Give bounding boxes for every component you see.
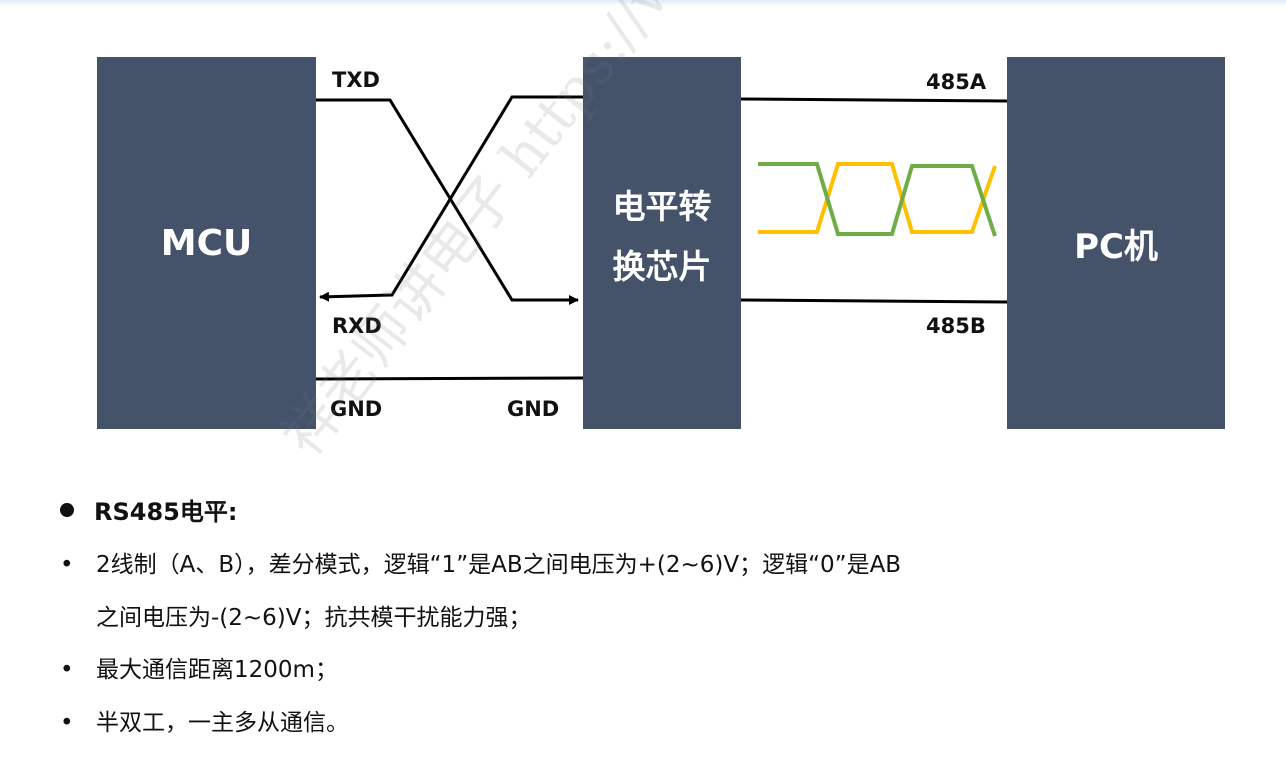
rxd-wire [319, 95, 583, 302]
bullet-icon: • [60, 710, 74, 736]
bullet3-text: 半双工，一主多从通信。 [96, 710, 349, 736]
bullet-dot-icon [60, 503, 74, 517]
level-converter-block: 电平转 换芯片 [583, 57, 741, 429]
rxd-label: RXD [332, 314, 382, 338]
txd-label: TXD [332, 68, 380, 92]
wave-yellow [758, 162, 997, 234]
list-item: • 半双工，一主多从通信。 [60, 703, 349, 737]
wave-green [758, 162, 997, 237]
chip-label-line2: 换芯片 [612, 247, 712, 286]
chip-label-line1: 电平转 [612, 187, 712, 226]
pc-block: PC机 [1007, 57, 1225, 429]
bullet2-text: 最大通信距离1200m； [96, 657, 338, 683]
bullet1-line1: 2线制（A、B），差分模式，逻辑“1”是AB之间电压为+(2~6)V；逻辑“0”… [96, 552, 902, 578]
txd-wire [316, 98, 579, 305]
gnd-wire [315, 376, 584, 381]
a485-label: 485A [926, 70, 987, 94]
heading-text: RS485电平: [94, 498, 238, 526]
bullet-icon: • [60, 657, 74, 683]
mcu-label: MCU [160, 222, 253, 264]
b485-label: 485B [926, 314, 986, 338]
bullet-icon: • [60, 552, 74, 578]
b485-wire [740, 298, 1008, 304]
list-item: • 2线制（A、B），差分模式，逻辑“1”是AB之间电压为+(2~6)V；逻辑“0… [60, 545, 901, 579]
rs485-heading: RS485电平: [60, 492, 237, 527]
bullet1-line2: 之间电压为-(2~6)V；抗共模干扰能力强； [96, 605, 532, 631]
gnd-right-label: GND [507, 397, 560, 421]
pc-label: PC机 [1074, 226, 1158, 267]
list-item: • 最大通信距离1200m； [60, 650, 338, 684]
mcu-block: MCU [97, 57, 316, 429]
top-band [0, 0, 1286, 6]
gnd-left-label: GND [330, 397, 383, 421]
a485-wire [740, 97, 1008, 103]
